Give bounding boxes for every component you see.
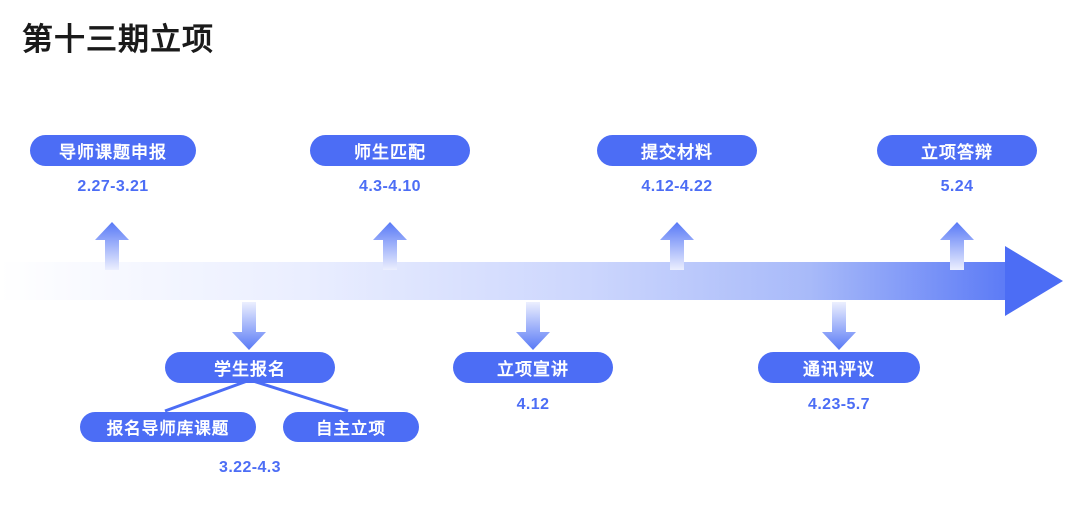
milestone-date-top-4: 5.24 (940, 178, 974, 195)
connector-arrow-down-1 (232, 302, 266, 350)
milestone-pill-bottom-2[interactable]: 立项宣讲 (453, 352, 613, 383)
milestone-pill-top-3[interactable]: 提交材料 (597, 135, 757, 166)
connector-arrow-up-4 (940, 222, 974, 270)
connector-arrow-up-1 (95, 222, 129, 270)
milestone-date-top-1: 2.27-3.21 (77, 178, 149, 195)
milestone-pill-bottom-1[interactable]: 学生报名 (165, 352, 335, 383)
milestone-pill-top-2[interactable]: 师生匹配 (310, 135, 470, 166)
milestone-date-top-3: 4.12-4.22 (641, 178, 713, 195)
milestone-date-bottom-1: 3.22-4.3 (219, 459, 281, 476)
connector-arrow-down-2 (516, 302, 550, 350)
milestone-pill-top-4[interactable]: 立项答辩 (877, 135, 1037, 166)
timeline-arrow (0, 246, 1063, 316)
connector-arrow-up-3 (660, 222, 694, 270)
branch-connector-lines (164, 378, 349, 413)
milestone-date-bottom-3: 4.23-5.7 (808, 396, 870, 413)
milestone-pill-bottom-3[interactable]: 通讯评议 (758, 352, 920, 383)
milestone-date-top-2: 4.3-4.10 (359, 178, 421, 195)
connector-arrow-up-2 (373, 222, 407, 270)
connector-arrow-down-3 (822, 302, 856, 350)
milestone-pill-top-1[interactable]: 导师课题申报 (30, 135, 196, 166)
milestone-pill-bottom-1-child-1[interactable]: 报名导师库课题 (80, 412, 256, 442)
page-title: 第十三期立项 (22, 22, 214, 57)
milestone-pill-bottom-1-child-2[interactable]: 自主立项 (283, 412, 419, 442)
milestone-date-bottom-2: 4.12 (516, 396, 550, 413)
